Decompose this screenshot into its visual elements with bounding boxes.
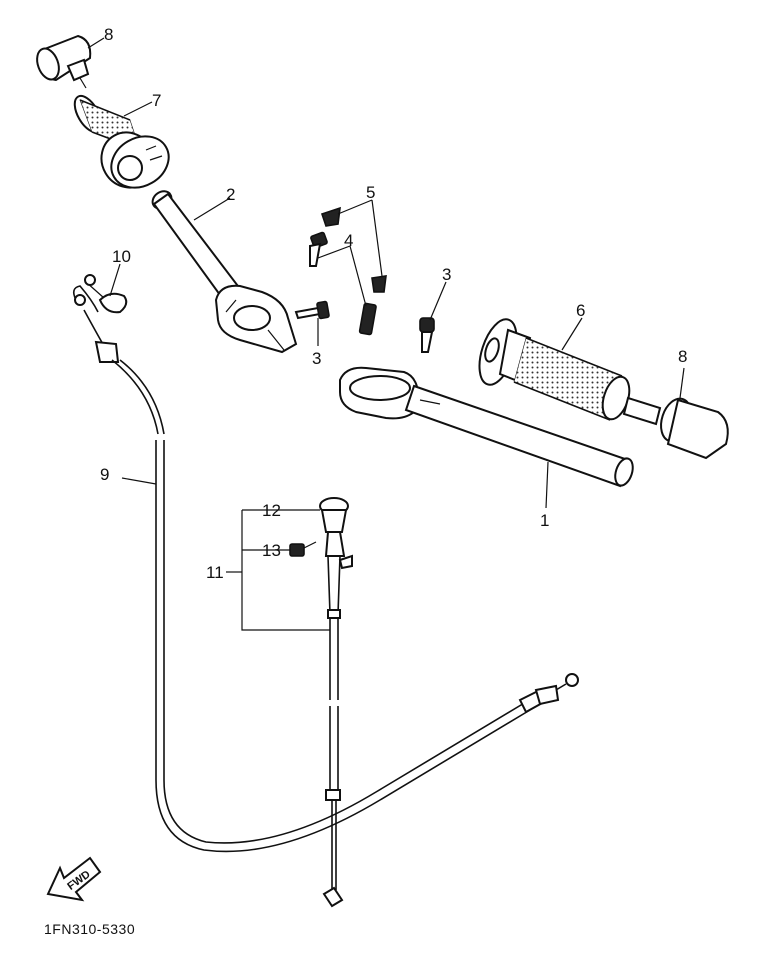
callout-8-left: 8	[104, 25, 113, 44]
grip-end-left	[36, 34, 92, 89]
callout-9: 9	[100, 465, 109, 484]
forward-arrow: FWD	[46, 856, 102, 902]
part-code: 1FN310-5330	[44, 921, 135, 937]
bolt-4-lower	[358, 302, 377, 336]
callout-1: 1	[540, 511, 549, 530]
cable-clip	[84, 274, 128, 314]
callout-10: 10	[112, 247, 131, 266]
grip-end-right	[622, 396, 729, 460]
bolt-4-upper	[309, 231, 328, 267]
callout-11: 11	[206, 563, 224, 582]
callout-7: 7	[152, 91, 161, 110]
choke-cable	[319, 497, 353, 908]
choke-screw	[289, 541, 317, 557]
callout-6: 6	[576, 301, 585, 320]
bolt-3-left	[294, 300, 330, 320]
callout-2: 2	[226, 185, 235, 204]
handlebar-right	[339, 366, 634, 488]
cap-5-right	[371, 275, 387, 293]
callout-3-right: 3	[442, 265, 451, 284]
bolt-3-right	[419, 317, 435, 353]
right-grip	[478, 318, 631, 421]
cap-5-top	[320, 206, 341, 227]
callout-12: 12	[262, 501, 281, 520]
callout-3-left: 3	[312, 349, 321, 368]
leader-lines	[87, 37, 685, 631]
callout-5: 5	[366, 183, 375, 202]
handlebar-left	[151, 190, 298, 354]
callout-4: 4	[344, 231, 353, 250]
throttle-grip	[73, 94, 170, 189]
callout-8-right: 8	[678, 347, 687, 366]
throttle-cable	[72, 285, 579, 853]
callout-13: 13	[262, 541, 281, 560]
